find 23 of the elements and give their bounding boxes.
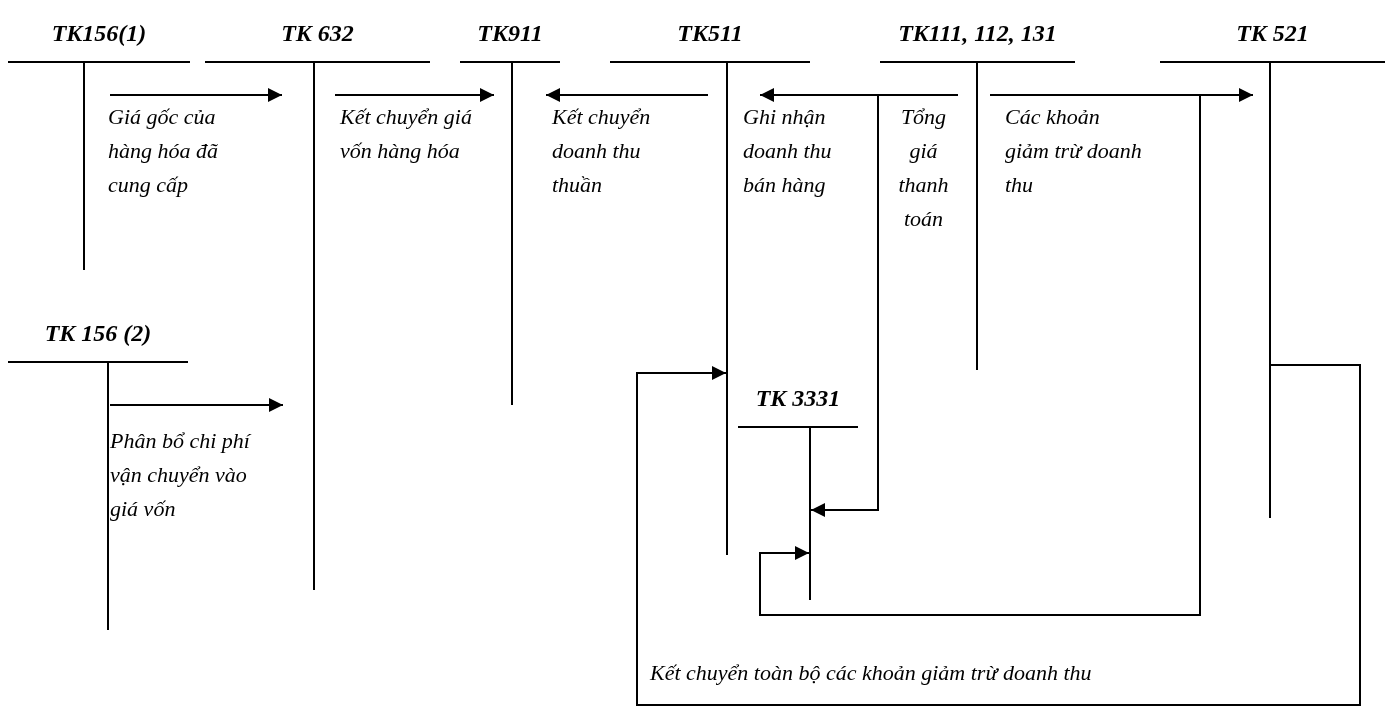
account-heading: TK156(1) — [50, 19, 148, 48]
arrow — [334, 88, 495, 102]
edge-label: Kết chuyển doanh thu thuần — [552, 103, 652, 199]
arrow — [109, 88, 283, 102]
account-heading: TK 3331 — [754, 384, 842, 413]
account-heading: TK511 — [676, 19, 744, 48]
edge-label: Kết chuyển toàn bộ các khoản giảm trừ doanh thu — [650, 659, 1093, 687]
account-heading: TK 632 — [280, 19, 355, 48]
account-heading: TK 521 — [1235, 19, 1310, 48]
arrow — [545, 88, 709, 102]
account-heading: TK 156 (2) — [43, 319, 153, 348]
edge-label: Ghi nhận doanh thu bán hàng — [743, 103, 833, 199]
arrow — [109, 398, 284, 412]
edge-label: Giá gốc của hàng hóa đã cung cấp — [108, 103, 219, 199]
arrow — [810, 94, 959, 517]
edge-label: Tổng giá thanh toán — [897, 103, 950, 233]
edge-label: Các khoản giảm trừ doanh thu — [1005, 103, 1143, 199]
edge-label: Kết chuyển giá vốn hàng hóa — [340, 103, 473, 165]
account-heading: TK911 — [476, 19, 544, 48]
edge-label: Phân bổ chi phí vận chuyển vào giá vốn — [110, 427, 253, 523]
arrow — [636, 364, 1361, 706]
account-heading: TK111, 112, 131 — [897, 19, 1058, 48]
arrow — [759, 94, 1201, 616]
